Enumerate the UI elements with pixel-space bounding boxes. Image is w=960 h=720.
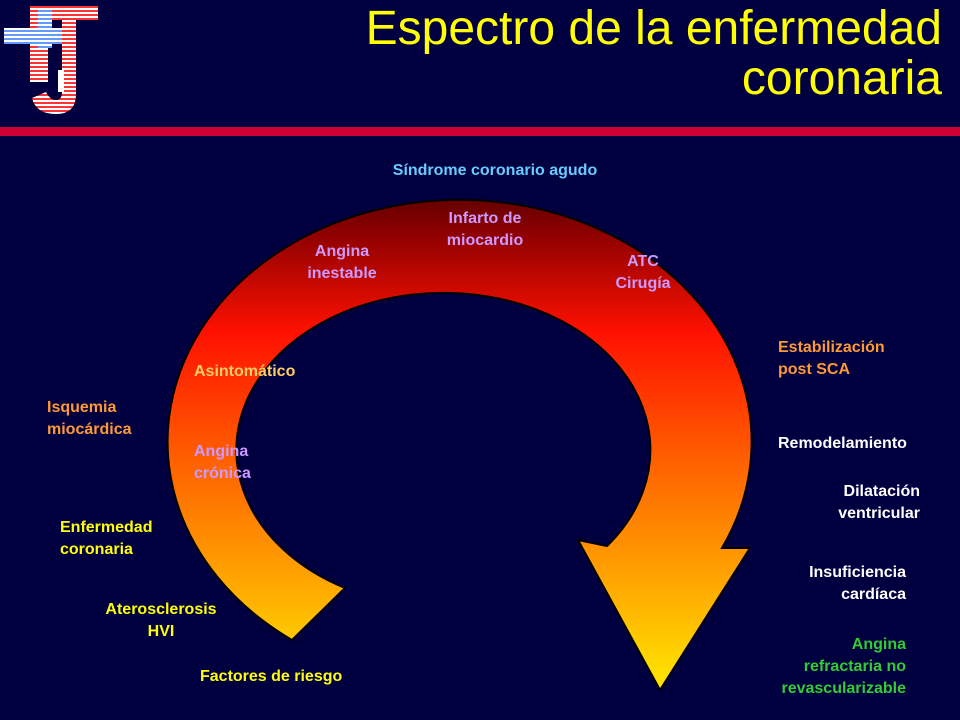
label-atc-line-1: ATC [627,253,659,270]
label-estabilizacion-line-2: post SCA [778,361,850,378]
title-line-1: Espectro de la enfermedad [365,2,942,55]
label-dilatacion: Dilatación ventricular [760,481,920,525]
label-factores-riesgo: Factores de riesgo [200,668,343,685]
label-angina-refractaria-line-3: revascularizable [781,680,906,697]
label-isquemia: Isquemia miocárdica [47,397,131,441]
label-enfermedad-line-1: Enfermedad [60,519,153,536]
label-angina-inestable: Angina inestable [272,241,412,285]
label-isquemia-line-1: Isquemia [47,399,117,416]
label-insuficiencia: Insuficiencia cardíaca [746,562,906,606]
label-asintomatico: Asintomático [194,363,296,380]
label-dilatacion-line-2: ventricular [838,505,920,522]
label-aterosclerosis-line-2: HVI [147,623,175,640]
label-atc-line-2: Cirugía [615,275,671,292]
label-angina-refractaria-line-1: Angina [851,636,906,653]
label-infarto-line-2: miocardio [446,232,524,249]
label-angina-refractaria: Angina refractaria no revascularizable [720,634,906,700]
title-line-2: coronaria [741,52,942,105]
label-angina-inestable-line-1: Angina [314,243,370,260]
label-estabilizacion: Estabilización post SCA [778,337,885,381]
label-aterosclerosis-line-1: Aterosclerosis [105,601,217,618]
slide-title: Espectro de la enfermedad coronaria [182,4,942,104]
title-divider [0,127,960,136]
label-atc-cirugia: ATC Cirugía [590,251,696,295]
label-angina-inestable-line-2: inestable [307,265,377,282]
label-angina-refractaria-line-2: refractaria no [803,658,906,675]
label-angina-cronica-line-1: Angina [194,443,249,460]
label-angina-cronica-line-2: crónica [194,465,251,482]
institution-logo [4,6,98,114]
label-infarto: Infarto de miocardio [405,208,565,252]
label-insuficiencia-line-2: cardíaca [841,586,906,603]
label-enfermedad-line-2: coronaria [60,541,133,558]
label-angina-cronica: Angina crónica [194,441,251,485]
label-insuficiencia-line-1: Insuficiencia [809,564,906,581]
label-estabilizacion-line-1: Estabilización [778,339,885,356]
label-aterosclerosis: Aterosclerosis HVI [82,599,240,643]
arc-band [166,198,753,692]
label-enfermedad-coronaria: Enfermedad coronaria [60,517,152,561]
label-sindrome-coronario: Síndrome coronario agudo [392,162,598,179]
label-remodelamiento: Remodelamiento [778,435,907,452]
label-dilatacion-line-1: Dilatación [843,483,920,500]
label-infarto-line-1: Infarto de [448,210,522,227]
label-isquemia-line-2: miocárdica [47,421,132,438]
